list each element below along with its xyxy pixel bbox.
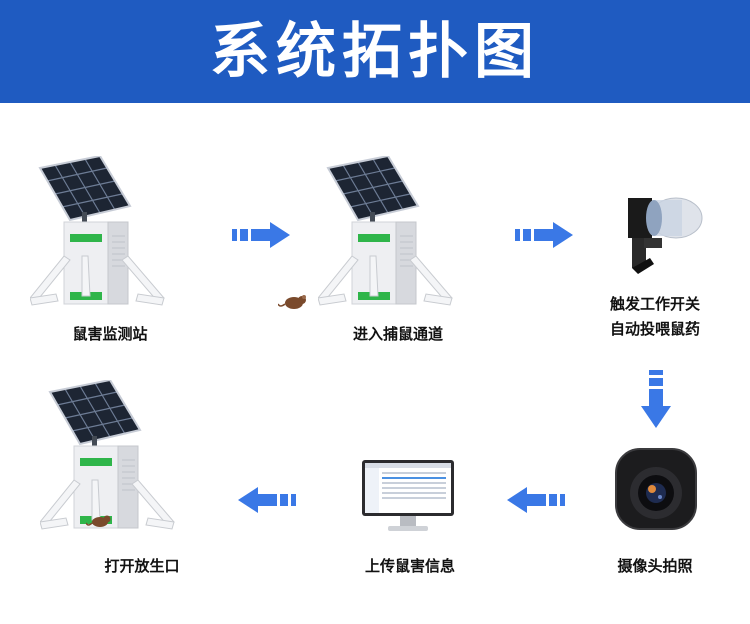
capture-channel-image (318, 156, 478, 316)
release-station-image (40, 380, 200, 540)
camera-image (612, 445, 700, 533)
page-title: 系统拓扑图 (210, 16, 540, 87)
released-rat-icon (86, 512, 114, 530)
flow-arrow-left-1 (507, 487, 565, 513)
flow-arrow-right-1 (232, 222, 290, 248)
step-label-upload-info: 上传鼠害信息 (364, 557, 455, 575)
header-banner: 系统拓扑图 (0, 0, 750, 103)
feeder-device-image (618, 188, 708, 278)
step-label-trigger-switch: 触发工作开关 (609, 295, 700, 313)
monitor-image (360, 458, 456, 536)
step-label-camera: 摄像头拍照 (617, 557, 693, 575)
step-label-auto-feed: 自动投喂鼠药 (609, 320, 700, 338)
monitoring-station-image (30, 156, 190, 316)
flow-arrow-right-2 (515, 222, 573, 248)
rat-icon (278, 292, 310, 312)
flow-arrow-left-2 (238, 487, 296, 513)
step-label-enter-channel: 进入捕鼠通道 (352, 325, 443, 343)
flow-arrow-down (641, 370, 671, 428)
step-label-open-release: 打开放生口 (104, 557, 180, 575)
step-label-monitoring-station: 鼠害监测站 (72, 325, 148, 343)
